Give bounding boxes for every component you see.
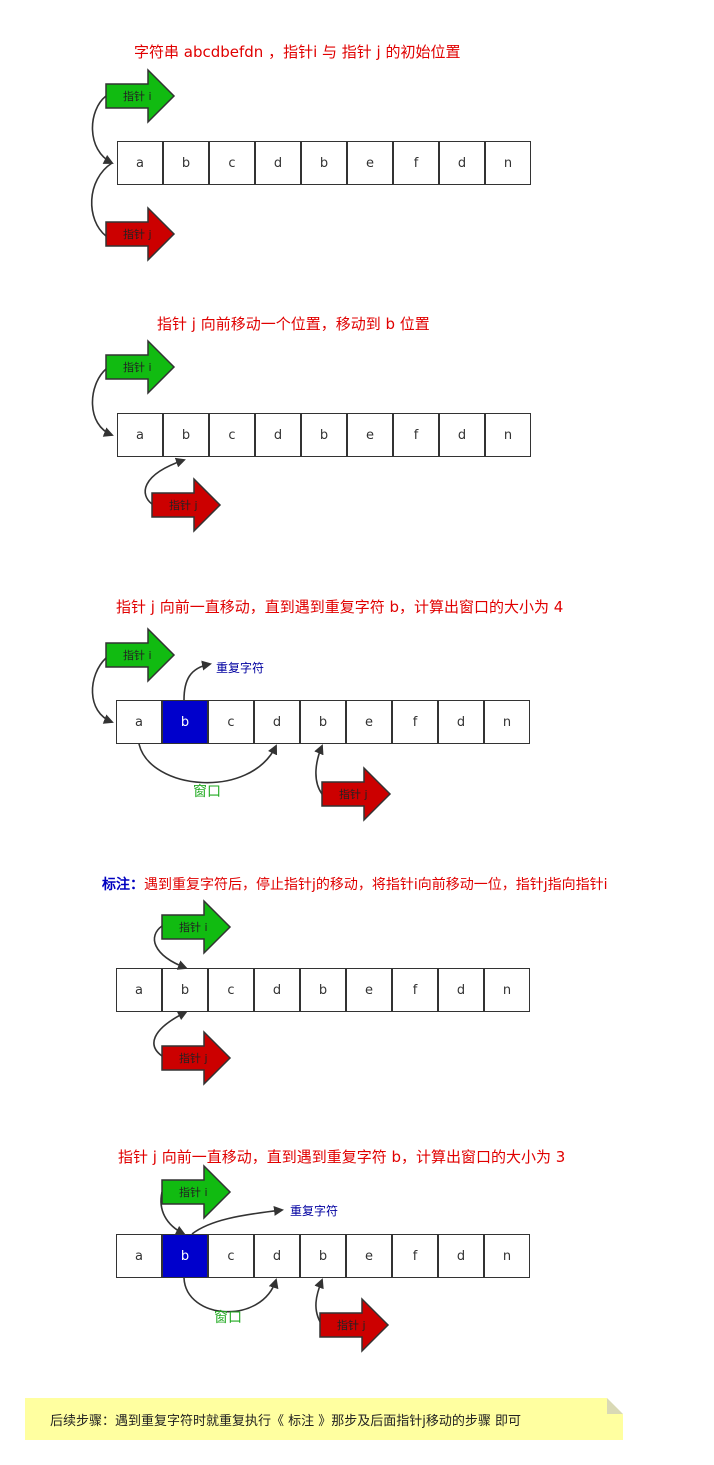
duplicate-char-cell: b [162, 700, 208, 744]
section-4-caption: 标注：遇到重复字符后，停止指针j的移动，将指针i向前移动一位，指针j指向指针i [102, 874, 608, 894]
pointer-i-arrow [161, 1164, 232, 1220]
char-cell: e [346, 700, 392, 744]
section-2-caption: 指针 j 向前移动一个位置，移动到 b 位置 [157, 315, 430, 333]
char-cell: f [393, 141, 439, 185]
pointer-j-label: 指针 j [179, 1052, 208, 1065]
pointer-j-label: 指针 j [123, 228, 152, 241]
char-cell: f [392, 700, 438, 744]
char-cell: c [209, 413, 255, 457]
char-cell: d [438, 1234, 484, 1278]
char-cell: c [208, 700, 254, 744]
section-5-caption: 指针 j 向前一直移动，直到遇到重复字符 b，计算出窗口的大小为 3 [118, 1148, 566, 1166]
char-cell: b [300, 968, 346, 1012]
char-cell: n [484, 1234, 530, 1278]
pointer-i-label: 指针 i [179, 921, 208, 934]
char-cell: b [163, 141, 209, 185]
pointer-i-arrow [105, 68, 176, 124]
char-cell: d [254, 968, 300, 1012]
char-cell: d [254, 700, 300, 744]
char-cell: d [254, 1234, 300, 1278]
char-cell: f [393, 413, 439, 457]
window-tag: 窗口 [214, 1310, 242, 1326]
char-cell: e [346, 968, 392, 1012]
char-cell: a [117, 141, 163, 185]
char-cell: b [300, 1234, 346, 1278]
char-cell: c [209, 141, 255, 185]
char-cell: a [117, 413, 163, 457]
char-cell: b [301, 141, 347, 185]
pointer-i-label: 指针 i [123, 361, 152, 374]
pointer-j-arrow [161, 1030, 232, 1086]
char-cell: e [347, 413, 393, 457]
char-cell: a [116, 968, 162, 1012]
char-cell: b [162, 968, 208, 1012]
pointer-j-arrow [319, 1297, 390, 1353]
char-cell: b [301, 413, 347, 457]
char-cell: n [485, 141, 531, 185]
char-cell: d [439, 141, 485, 185]
char-cell: d [438, 968, 484, 1012]
char-cell: c [208, 968, 254, 1012]
char-cell: b [163, 413, 209, 457]
char-cell: e [346, 1234, 392, 1278]
duplicate-char-tag: 重复字符 [290, 1204, 339, 1218]
char-cell: a [116, 700, 162, 744]
char-cell: d [439, 413, 485, 457]
pointer-i-label: 指针 i [123, 649, 152, 662]
note-label: 标注： [102, 877, 144, 893]
char-cell: c [208, 1234, 254, 1278]
pointer-i-arrow [105, 627, 176, 683]
note-text: 遇到重复字符后，停止指针j的移动，将指针i向前移动一位，指针j指向指针i [144, 877, 608, 893]
char-cell: n [484, 700, 530, 744]
section-3-caption: 指针 j 向前一直移动，直到遇到重复字符 b，计算出窗口的大小为 4 [116, 598, 564, 616]
char-cell: d [438, 700, 484, 744]
char-cell: f [392, 1234, 438, 1278]
pointer-j-label: 指针 j [339, 788, 368, 801]
char-cell: n [485, 413, 531, 457]
char-cell: d [255, 141, 301, 185]
pointer-j-arrow [321, 766, 392, 822]
window-tag: 窗口 [193, 784, 221, 800]
footer-note: 后续步骤：遇到重复字符时就重复执行《 标注 》那步及后面指针j移动的步骤 即可 [25, 1398, 623, 1440]
pointer-i-label: 指针 i [179, 1186, 208, 1199]
char-cell: d [255, 413, 301, 457]
pointer-i-arrow [105, 339, 176, 395]
pointer-j-label: 指针 j [337, 1319, 366, 1332]
char-cell: n [484, 968, 530, 1012]
duplicate-char-cell: b [162, 1234, 208, 1278]
footer-note-text: 后续步骤：遇到重复字符时就重复执行《 标注 》那步及后面指针j移动的步骤 即可 [50, 1413, 522, 1429]
pointer-j-arrow [105, 206, 176, 262]
pointer-i-label: 指针 i [123, 90, 152, 103]
duplicate-char-tag: 重复字符 [216, 661, 265, 675]
pointer-i-arrow [161, 899, 232, 955]
section-1-caption: 字符串 abcdbefdn ，指针i 与 指针 j 的初始位置 [134, 43, 461, 61]
char-cell: a [116, 1234, 162, 1278]
pointer-j-label: 指针 j [169, 499, 198, 512]
char-cell: f [392, 968, 438, 1012]
note-fold-corner [607, 1398, 623, 1414]
char-cell: e [347, 141, 393, 185]
char-cell: b [300, 700, 346, 744]
pointer-j-arrow [151, 477, 222, 533]
